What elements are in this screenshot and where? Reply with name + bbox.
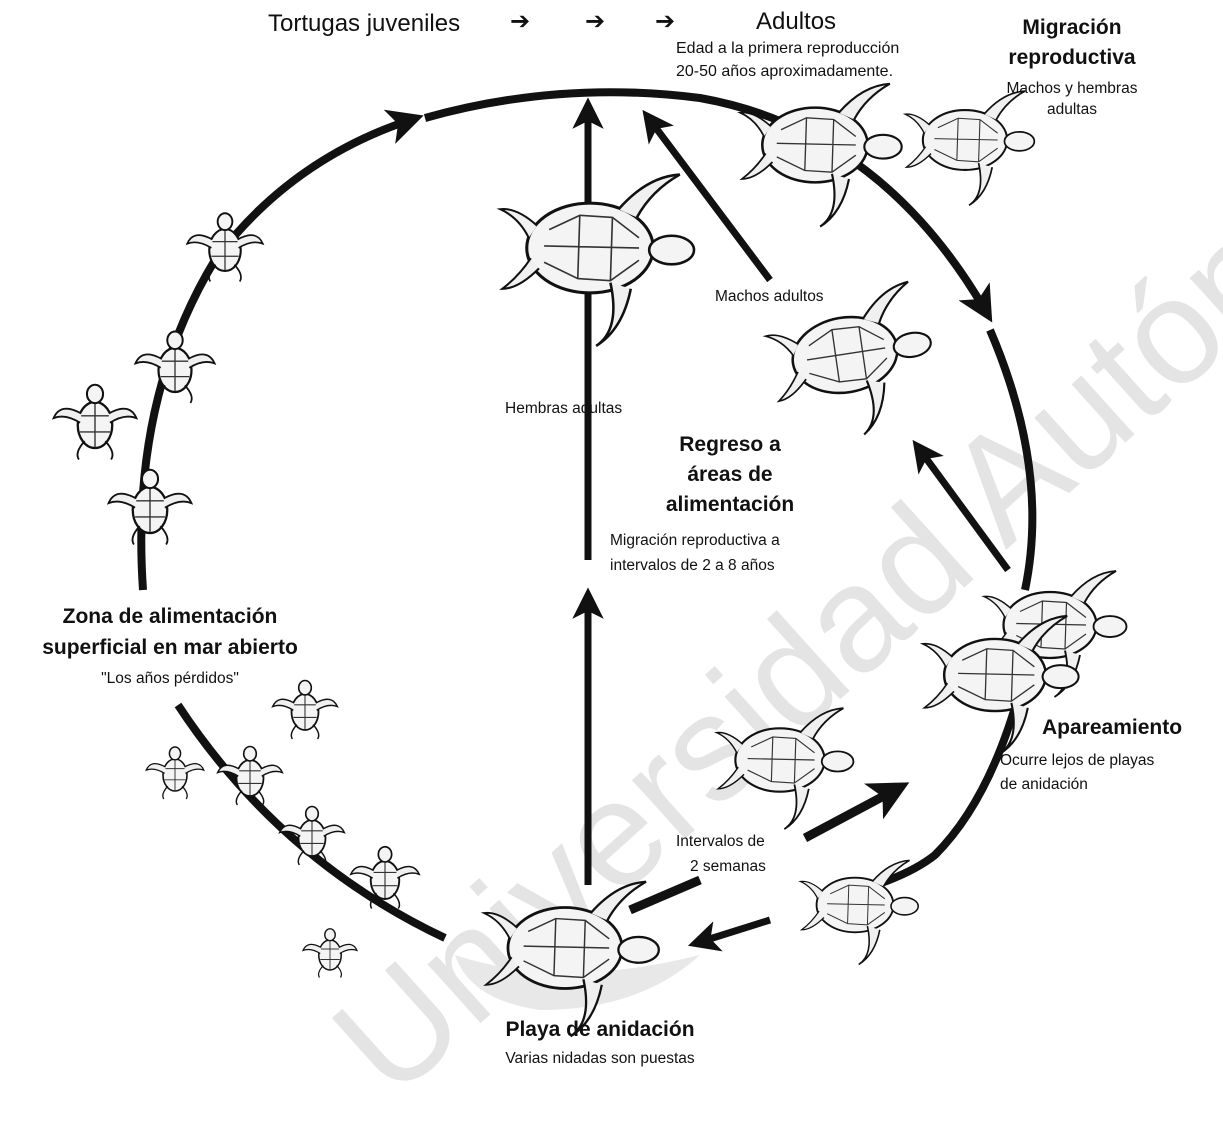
arrow-glyph-2: ➔ [585,8,605,36]
turtle-migration-1 [740,84,902,227]
label-migracion-line2: reproductiva [972,46,1172,70]
label-tortugas-juveniles: Tortugas juveniles [268,10,460,38]
label-zona-sub: "Los años pérdidos" [0,670,340,688]
label-machos-adultos: Machos adultos [715,288,824,306]
label-apareamiento: Apareamiento [1042,716,1182,740]
label-regreso-line2: áreas de [600,463,860,487]
label-playa: Playa de anidación [450,1018,750,1042]
label-migracion-line1: Migración [972,16,1172,40]
label-regreso-line3: alimentación [600,493,860,517]
label-apareamiento-sub-line2: de anidación [1000,776,1088,794]
label-zona-line1: Zona de alimentación [0,605,340,629]
label-intervalos-line1: Intervalos de [676,833,765,851]
turtle-swimming [717,708,854,829]
return-to-beach-arrow [700,920,770,942]
turtle-nesting [455,882,700,1037]
label-zona-line2: superficial en mar abierto [0,636,340,660]
juvenile-turtles-left [54,213,263,544]
arrow-glyph-3: ➔ [655,8,675,36]
label-intervalos-line2: 2 semanas [690,858,766,876]
label-migracion-sub-line1: Machos y hembras [972,80,1172,98]
label-apareamiento-sub-line1: Ocurre lejos de playas [1000,752,1154,770]
turtle-female-center [500,175,694,346]
label-regreso-sub-line2: intervalos de 2 a 8 años [610,557,775,575]
label-migracion-sub-line2: adultas [972,101,1172,119]
label-regreso-line1: Regreso a [600,433,860,457]
label-hembras-adultas: Hembras adultas [505,400,622,418]
label-regreso-sub-line1: Migración reproductiva a [610,532,780,550]
arrow-glyph-1: ➔ [510,8,530,36]
label-playa-sub: Varias nidadas son puestas [450,1050,750,1068]
label-edad-line2: 20-50 años aproximadamente. [676,63,893,81]
label-adultos: Adultos [756,8,836,36]
label-edad-line1: Edad a la primera reproducción [676,40,899,58]
